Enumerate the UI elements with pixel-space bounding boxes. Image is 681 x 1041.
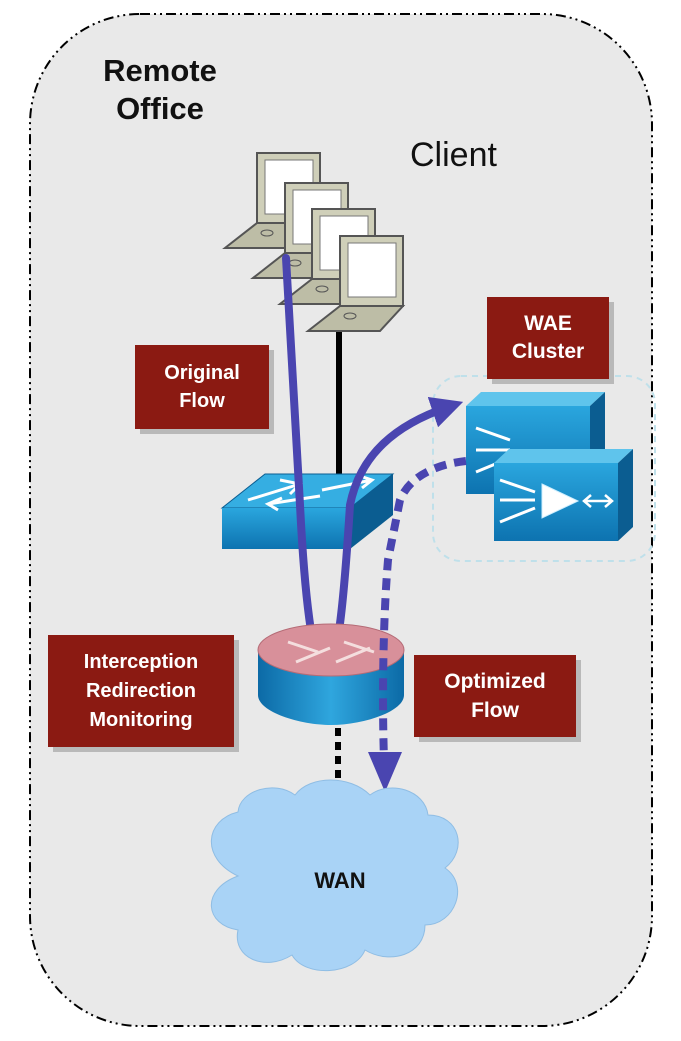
wan-label: WAN [314, 868, 366, 893]
client-laptops [222, 152, 406, 332]
original-flow-label: Original Flow [135, 345, 269, 429]
title-line: Remote [103, 53, 217, 88]
optimized-flow-arrowhead [368, 752, 402, 792]
wae-appliance-icon [494, 449, 633, 541]
optimized-flow-label: Optimized Flow [414, 655, 576, 737]
optimized-flow-path [379, 457, 467, 761]
interception-label: Interception Redirection Monitoring [48, 635, 234, 747]
router-icon [257, 623, 405, 725]
page-title: Remote Office [72, 52, 248, 128]
title-line: Office [116, 91, 204, 126]
wae-cluster-label: WAE Cluster [487, 297, 609, 379]
laptop-icon [305, 235, 406, 332]
client-label: Client [410, 136, 497, 174]
cloud-icon [210, 779, 459, 972]
